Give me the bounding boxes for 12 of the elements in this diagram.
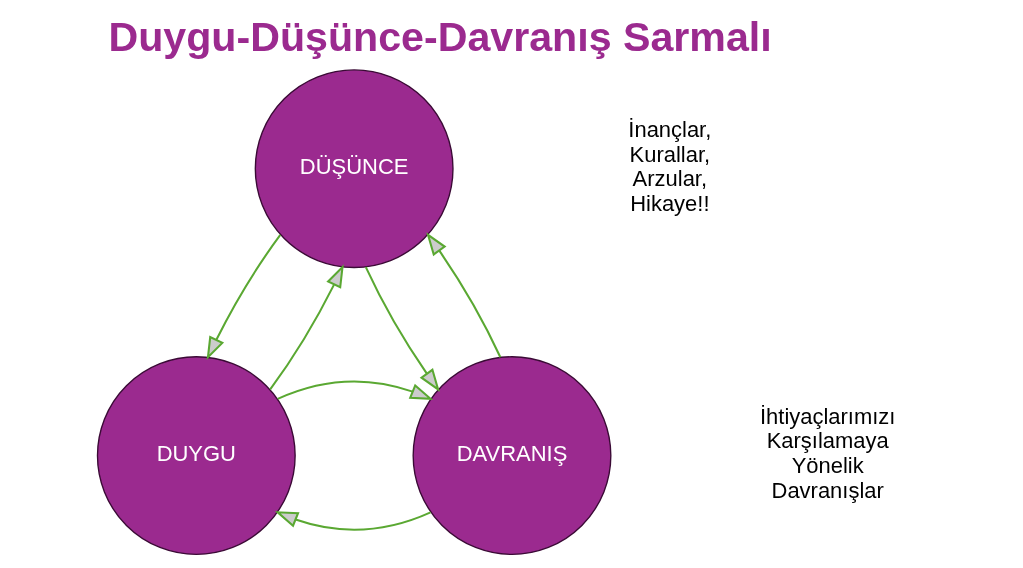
arrow [268, 264, 344, 390]
arrow [206, 234, 281, 361]
node-circle: DUYGU [96, 356, 296, 556]
label: İnançlar, Kurallar, Arzular, Hikaye!! [627, 116, 711, 216]
arrow [276, 380, 433, 400]
arrow [364, 266, 440, 392]
label: İhtiyaçlarımızı Karşılamaya Yönelik Davranışlar [759, 403, 895, 503]
arrow [425, 232, 501, 358]
diagram-title: Duygu-Düşünce-Davranış Sarmalı [107, 13, 772, 60]
node-circle: DÜŞÜNCE [254, 69, 454, 269]
node-circle: DAVRANIŞ [412, 356, 611, 556]
arrow [274, 511, 431, 531]
